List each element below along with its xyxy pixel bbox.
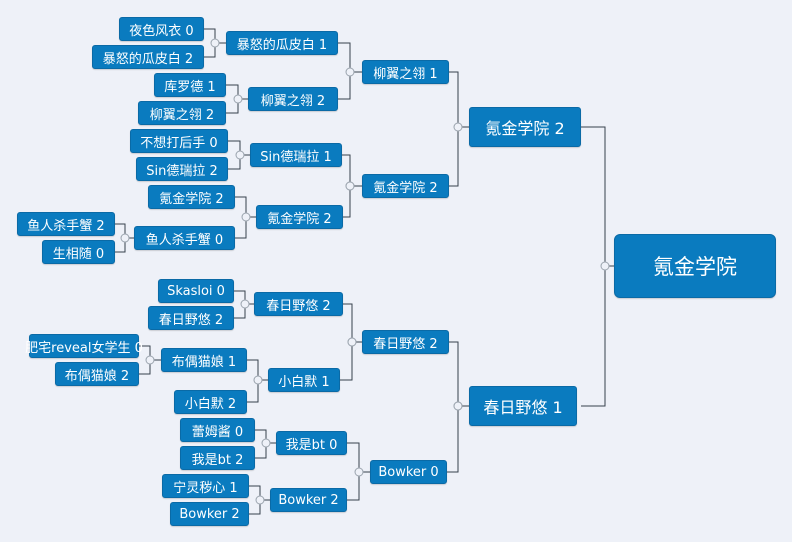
round2-node[interactable]: Bowker 2 [270,488,347,512]
connector-line [449,126,469,187]
champion-node[interactable]: 氪金学院 [614,234,776,298]
round1-node[interactable]: 蕾姆酱 0 [180,418,255,442]
round2-node[interactable]: 氪金学院 2 [256,205,343,229]
round1-node[interactable]: 库罗德 1 [154,73,226,97]
connector-line [581,126,614,267]
connector-line [228,154,250,170]
quarterfinal-node[interactable]: 氪金学院 2 [362,174,449,198]
round1-node[interactable]: 氪金学院 2 [148,185,235,209]
round1-node[interactable]: 春日野悠 2 [148,306,234,330]
quarterfinal-node[interactable]: 春日野悠 2 [362,330,449,354]
collapse-toggle-icon [354,467,364,477]
round2-node[interactable]: Sin德瑞拉 1 [250,143,342,167]
connector-line [343,303,362,343]
collapse-toggle-icon [345,67,355,77]
connector-line [449,341,469,407]
connector-line [249,499,270,515]
round1-node[interactable]: 小白默 2 [174,390,247,414]
round1-node[interactable]: 鱼人杀手蟹 0 [134,226,235,250]
round1-node[interactable]: 我是bt 2 [180,446,255,470]
connector-line [340,341,362,381]
round0-node[interactable]: 布偶猫娘 2 [55,362,139,386]
connector-line [255,442,276,459]
collapse-toggle-icon [235,150,245,160]
round1-node[interactable]: 夜色风衣 0 [119,17,204,41]
connector-line [139,359,161,375]
connector-line [342,154,362,187]
round1-node[interactable]: 宁灵秽心 1 [162,474,249,498]
round2-node[interactable]: 暴怒的瓜皮白 1 [226,31,338,55]
collapse-toggle-icon [345,181,355,191]
quarterfinal-node[interactable]: Bowker 0 [370,460,447,484]
round1-node[interactable]: 不想打后手 0 [130,129,228,153]
collapse-toggle-icon [347,337,357,347]
connector-line [449,71,469,128]
connector-line [226,98,248,114]
connector-line [338,71,362,100]
round2-node[interactable]: 我是bt 0 [276,431,347,455]
collapse-toggle-icon [145,355,155,365]
round0-node[interactable]: 肥宅reveal女学生 0 [25,334,143,358]
collapse-toggle-icon [253,375,263,385]
collapse-toggle-icon [600,261,610,271]
connector-line [247,379,268,403]
semifinal-node[interactable]: 春日野悠 1 [469,386,577,426]
collapse-toggle-icon [255,495,265,505]
collapse-toggle-icon [453,122,463,132]
collapse-toggle-icon [261,438,271,448]
connector-line [581,265,614,407]
connector-line [347,471,370,501]
connector-line [204,42,226,58]
quarterfinal-node[interactable]: 柳翼之翎 1 [362,60,449,84]
collapse-toggle-icon [240,299,250,309]
round2-node[interactable]: 春日野悠 2 [254,292,343,316]
semifinal-node[interactable]: 氪金学院 2 [469,107,581,147]
collapse-toggle-icon [233,94,243,104]
round2-node[interactable]: 柳翼之翎 2 [248,87,338,111]
collapse-toggle-icon [210,38,220,48]
round1-node[interactable]: 暴怒的瓜皮白 2 [92,45,204,69]
round2-node[interactable]: 小白默 1 [268,368,340,392]
connector-line [447,405,469,473]
connector-line [343,185,362,218]
collapse-toggle-icon [241,212,251,222]
round1-node[interactable]: 柳翼之翎 2 [138,101,226,125]
collapse-toggle-icon [453,401,463,411]
round0-node[interactable]: 生相随 0 [42,240,115,264]
round0-node[interactable]: 鱼人杀手蟹 2 [17,212,115,236]
round1-node[interactable]: Bowker 2 [170,502,249,526]
round1-node[interactable]: Sin德瑞拉 2 [136,157,228,181]
round1-node[interactable]: Skasloi 0 [158,279,234,303]
round1-node[interactable]: 布偶猫娘 1 [161,348,247,372]
connector-line [235,216,256,239]
collapse-toggle-icon [120,233,130,243]
